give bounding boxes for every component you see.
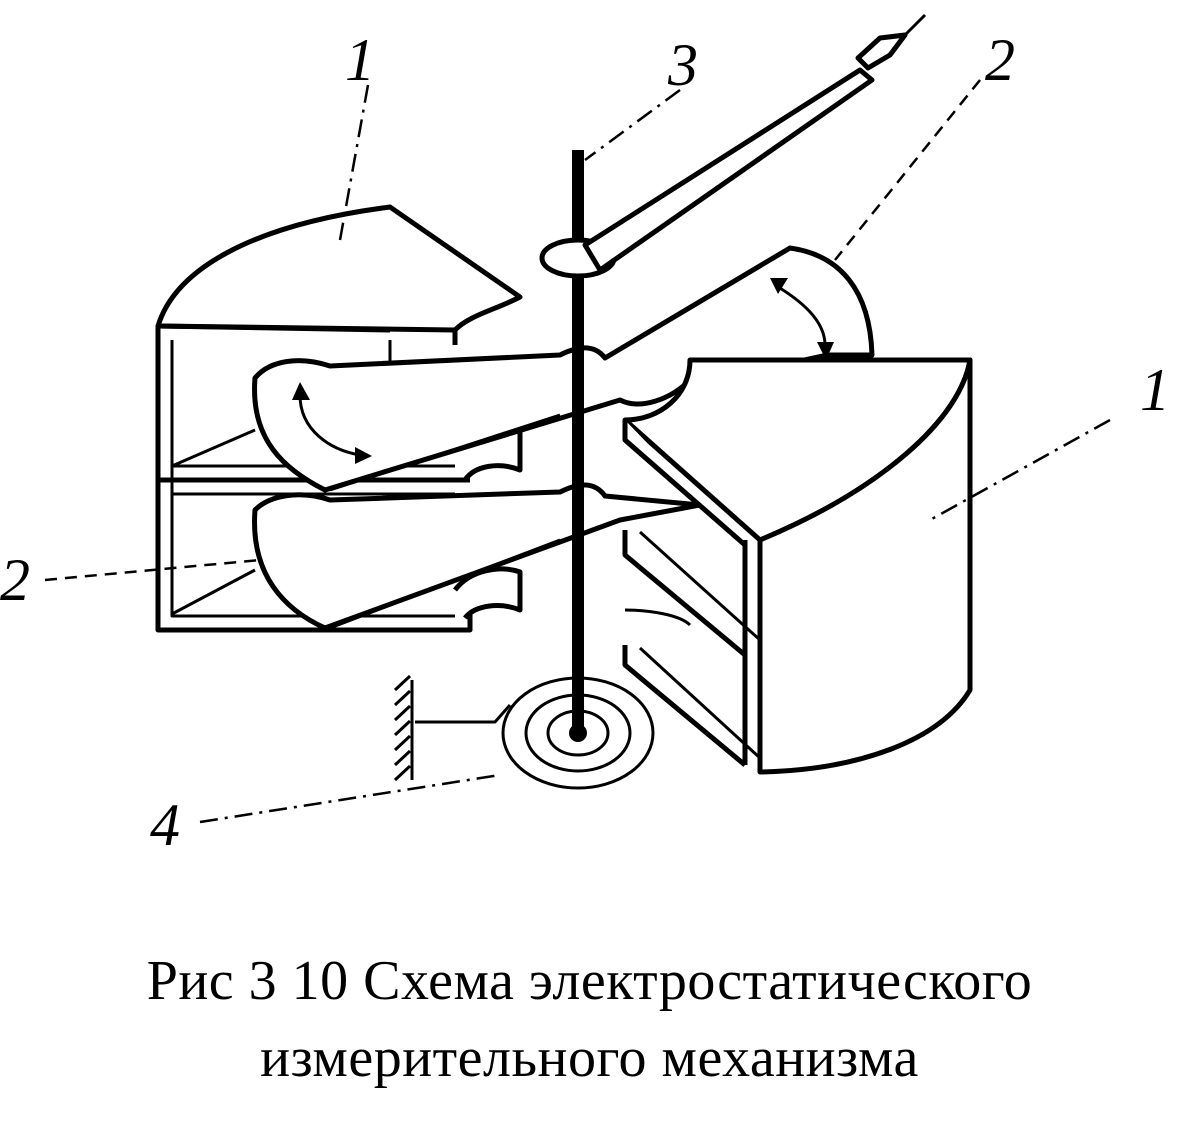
electrostatic-mechanism-diagram: 1 1 2 2 3 4 [0,13,1170,858]
rotation-arrows [292,278,834,464]
leader-lines [44,79,1111,824]
label-movable-top: 2 [985,27,1015,93]
label-spring: 4 [150,792,180,858]
spiral-spring [393,674,655,790]
axis-and-pointer [539,13,927,730]
movable-vanes [171,245,875,631]
right-fixed-chamber [622,357,973,775]
figure-caption-line2: измерительного механизма [260,1027,919,1089]
label-fixed-right: 1 [1140,357,1170,423]
figure-caption-line1: Рис 3 10 Схема электростатического [146,950,1033,1012]
label-axis: 3 [667,32,698,98]
label-movable-left: 2 [0,547,30,613]
label-fixed-top: 1 [345,27,375,93]
